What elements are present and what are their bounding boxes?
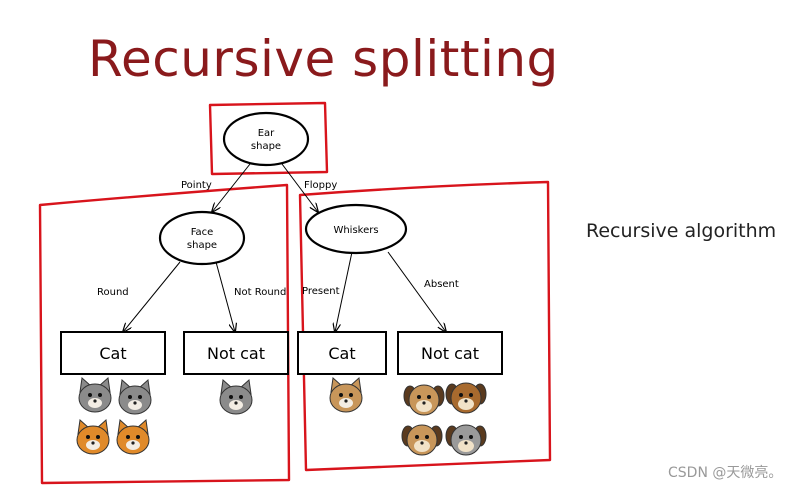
edge-floppy — [281, 163, 318, 212]
leaf-box-right-not-cat — [397, 331, 503, 375]
tan-cat-icon — [329, 377, 363, 413]
root-highlight-box — [208, 101, 329, 176]
face-shape-node — [158, 210, 246, 266]
edge-label-round: Round — [97, 287, 129, 298]
leaf-label-left-cat: Cat — [99, 344, 126, 363]
face-shape-label-1: Face — [191, 227, 214, 238]
side-label: Recursive algorithm — [586, 220, 777, 242]
root-node-label-2: shape — [251, 141, 281, 152]
whiskers-label: Whiskers — [333, 225, 378, 236]
leaf-label-right-cat: Cat — [328, 344, 355, 363]
edge-label-floppy: Floppy — [304, 180, 337, 191]
edge-label-absent: Absent — [424, 279, 459, 290]
leaf-box-left-not-cat — [183, 331, 289, 375]
animal-icons — [76, 377, 487, 456]
orange-cat-icon — [116, 419, 150, 455]
face-shape-label-2: shape — [187, 240, 217, 251]
gray-cat-icon — [78, 377, 112, 413]
edge-round — [123, 261, 181, 332]
slide-title: Recursive splitting — [88, 30, 559, 88]
edge-absent — [387, 251, 446, 332]
right-subtree-box — [298, 180, 552, 472]
leaf-box-left-cat — [60, 331, 166, 375]
tan-dog-icon — [401, 424, 443, 456]
edge-label-present: Present — [302, 286, 340, 297]
whiskers-node — [304, 203, 408, 255]
edge-label-not-round: Not Round — [234, 287, 286, 298]
root-node-label-1: Ear — [258, 128, 275, 139]
tan-dog-icon — [403, 384, 445, 416]
watermark: CSDN @天微亮。 — [668, 465, 783, 481]
gray-cat-icon — [118, 379, 152, 415]
gray-cat-icon — [219, 379, 253, 415]
edge-label-pointy: Pointy — [181, 180, 212, 191]
edge-not-round — [215, 261, 235, 332]
root-node — [222, 111, 310, 167]
gray-dog-icon — [445, 424, 487, 456]
leaf-label-right-not-cat: Not cat — [421, 344, 479, 363]
edge-present — [335, 251, 353, 332]
leaf-label-left-not-cat: Not cat — [207, 344, 265, 363]
edge-pointy — [212, 163, 251, 212]
left-subtree-box — [38, 183, 291, 485]
leaf-box-right-cat — [297, 331, 387, 375]
orange-cat-icon — [76, 419, 110, 455]
brown-dog-icon — [445, 382, 487, 414]
